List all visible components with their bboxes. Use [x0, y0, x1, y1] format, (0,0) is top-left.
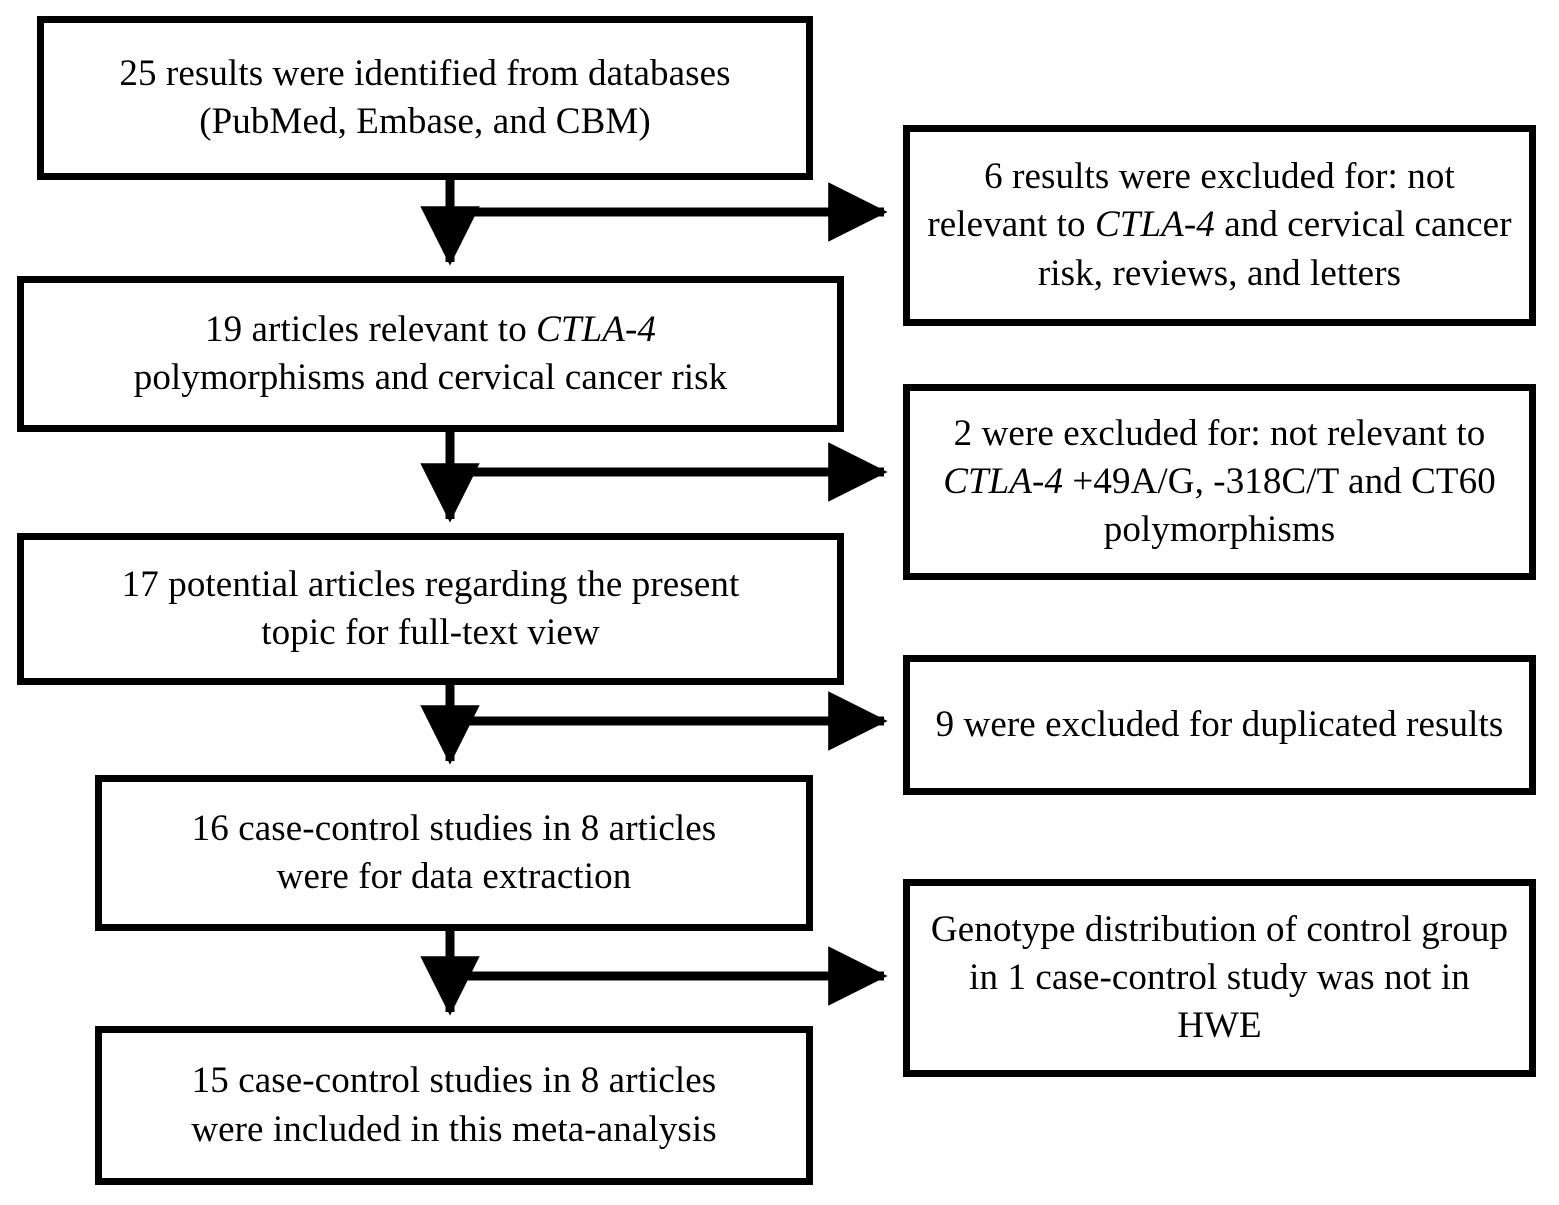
node-excluded-duplicated: 9 were excluded for duplicated results — [903, 655, 1536, 795]
connector-potential-to-extraction — [420, 685, 888, 765]
node-excluded-wrong-polymorphisms-label: 2 were excluded for: not relevant to CTL… — [910, 410, 1529, 554]
gene-name-italic: CTLA-4 — [536, 308, 656, 350]
node-excluded-not-relevant: 6 results were excluded for: not relevan… — [903, 125, 1536, 326]
connector-relevant-to-potential — [420, 432, 888, 523]
node-included-meta-analysis: 15 case-control studies in 8 articles we… — [95, 1026, 813, 1185]
node-potential-articles-label: 17 potential articles regarding the pres… — [121, 563, 740, 653]
gene-name-italic: CTLA-4 — [1095, 204, 1215, 246]
node-articles-relevant: 19 articles relevant to CTLA-4 polymorph… — [17, 276, 844, 432]
gene-name-italic: CTLA-4 — [943, 460, 1064, 502]
node-results-identified: 25 results were identified from database… — [37, 16, 813, 180]
node-included-meta-analysis-label: 15 case-control studies in 8 articles we… — [191, 1060, 717, 1150]
node-excluded-duplicated-label: 9 were excluded for duplicated results — [935, 703, 1504, 745]
connector-extraction-to-included — [420, 931, 888, 1016]
node-excluded-hwe: Genotype distribution of control group i… — [903, 879, 1536, 1077]
node-excluded-not-relevant-label: 6 results were excluded for: not relevan… — [910, 153, 1529, 297]
node-excluded-2-text-tail: +49A/G, -318C/T and CT60 polymorphisms — [1063, 460, 1496, 551]
node-articles-relevant-text-lead: 19 articles relevant to — [204, 308, 537, 350]
node-articles-relevant-label: 19 articles relevant to CTLA-4 polymorph… — [24, 306, 837, 402]
node-excluded-1-text-tail: and cervical cancer risk, reviews, and l… — [1037, 204, 1512, 294]
node-excluded-wrong-polymorphisms: 2 were excluded for: not relevant to CTL… — [903, 384, 1536, 580]
node-excluded-2-text-lead: 2 were excluded for: not relevant to — [953, 412, 1486, 454]
node-excluded-1-text-lead: 6 results were excluded for: not relevan… — [927, 156, 1455, 246]
node-articles-relevant-text-tail: polymorphisms and cervical cancer risk — [133, 357, 728, 398]
node-results-identified-label: 25 results were identified from database… — [119, 52, 731, 142]
node-potential-articles: 17 potential articles regarding the pres… — [17, 533, 844, 685]
connector-identified-to-relevant — [420, 180, 888, 266]
node-excluded-hwe-label: Genotype distribution of control group i… — [930, 908, 1509, 1047]
node-data-extraction-label: 16 case-control studies in 8 articles we… — [191, 807, 717, 897]
node-data-extraction: 16 case-control studies in 8 articles we… — [95, 775, 813, 931]
